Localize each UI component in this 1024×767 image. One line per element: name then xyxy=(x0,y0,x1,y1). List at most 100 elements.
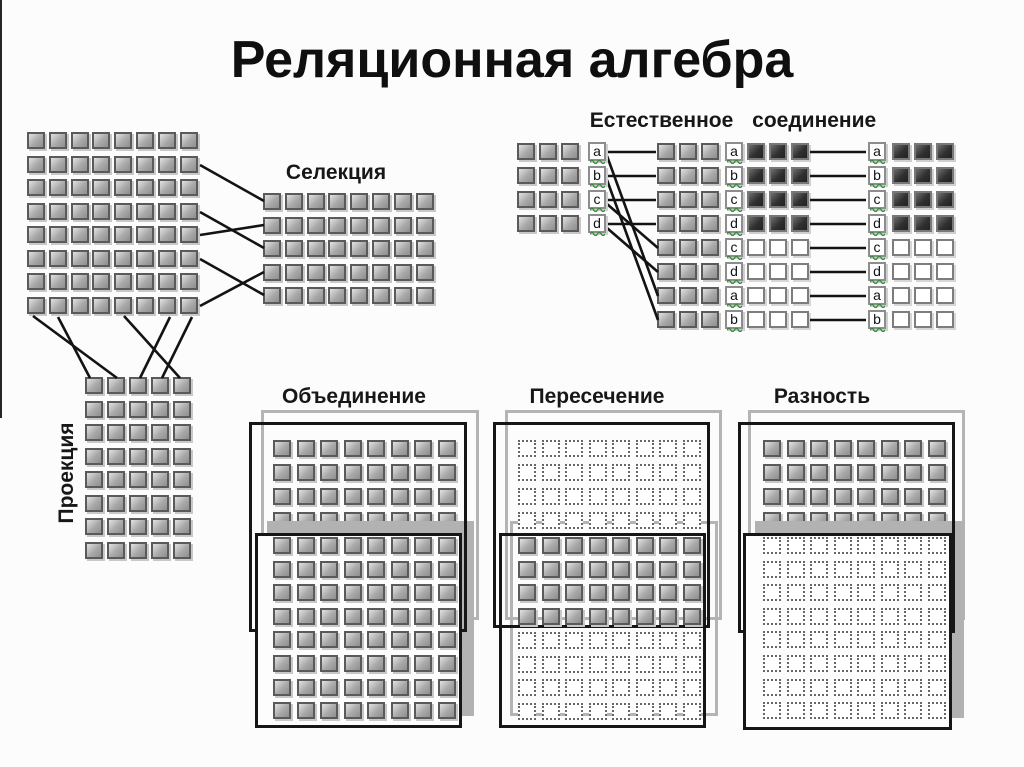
table-cell xyxy=(367,584,385,602)
table-cell xyxy=(414,607,432,625)
table-cell xyxy=(786,655,805,672)
table-cell xyxy=(833,560,852,578)
table-cell xyxy=(635,537,654,554)
table-cell xyxy=(561,167,579,184)
table-cell xyxy=(927,464,946,481)
table-cell xyxy=(136,202,154,220)
join-result-keys-b-1: b xyxy=(868,166,886,188)
table-cell xyxy=(914,239,932,256)
table-cell xyxy=(343,440,362,457)
table-cell xyxy=(565,655,583,673)
table-cell xyxy=(48,132,67,149)
table-cell xyxy=(892,239,910,256)
table-cell xyxy=(320,440,338,457)
table-cell xyxy=(857,702,875,720)
intersection-frame-1 xyxy=(493,422,710,628)
table-cell xyxy=(107,377,125,394)
table-cell xyxy=(541,632,560,649)
join-result-keys-d-3: d xyxy=(868,214,886,236)
table-cell xyxy=(415,240,434,257)
table-cell xyxy=(679,287,697,304)
table-cell xyxy=(273,607,291,625)
table-cell xyxy=(70,202,89,220)
table-cell xyxy=(904,560,922,578)
table-cell xyxy=(273,702,291,720)
join-mid-keys-b-1: b xyxy=(725,166,743,188)
table-cell xyxy=(904,464,922,481)
table-cell xyxy=(136,132,154,149)
table-cell xyxy=(296,655,315,672)
table-cell xyxy=(936,239,954,256)
table-cell xyxy=(343,584,362,602)
table-cell xyxy=(129,471,147,488)
table-cell xyxy=(588,655,607,673)
table-cell xyxy=(85,447,103,465)
table-cell xyxy=(769,239,787,256)
table-cell xyxy=(437,440,456,457)
table-cell xyxy=(85,518,103,535)
join-left-keys-c-2: c xyxy=(588,190,606,212)
table-cell xyxy=(612,464,630,481)
table-cell xyxy=(173,447,191,465)
table-cell xyxy=(561,191,579,208)
table-cell xyxy=(612,679,630,697)
table-cell xyxy=(857,440,875,457)
table-cell xyxy=(328,216,347,234)
table-cell xyxy=(810,488,828,505)
table-cell xyxy=(904,631,922,649)
table-cell xyxy=(414,560,432,578)
table-cell xyxy=(635,440,654,457)
table-cell xyxy=(786,488,805,505)
table-cell xyxy=(659,607,677,625)
table-cell xyxy=(414,537,432,554)
table-cell xyxy=(904,655,922,672)
table-cell xyxy=(306,193,325,210)
table-cell xyxy=(747,143,765,160)
join-result-keys-a-6: a xyxy=(868,286,886,308)
slide-edge-line xyxy=(0,0,2,418)
table-cell xyxy=(179,155,198,173)
table-cell xyxy=(833,464,852,481)
table-cell xyxy=(518,512,536,529)
table-cell xyxy=(763,607,781,625)
table-cell xyxy=(92,273,111,290)
table-cell xyxy=(880,655,899,672)
table-cell xyxy=(914,287,932,304)
table-cell xyxy=(810,537,828,554)
table-cell xyxy=(85,494,103,512)
join-mid-keys-d-3: d xyxy=(725,214,743,236)
table-cell xyxy=(173,494,191,512)
table-cell xyxy=(284,263,303,281)
table-cell xyxy=(612,655,630,673)
table-cell xyxy=(657,263,675,280)
table-cell xyxy=(367,464,385,481)
heading-selection: Селекция xyxy=(285,161,387,184)
table-cell xyxy=(857,584,875,602)
table-cell xyxy=(518,655,536,673)
spellcheck-wave-icon xyxy=(727,279,742,284)
table-cell xyxy=(747,191,765,208)
table-cell xyxy=(810,440,828,457)
table-cell xyxy=(393,193,412,210)
table-cell xyxy=(857,655,875,672)
table-cell xyxy=(701,263,719,280)
table-cell xyxy=(635,464,654,481)
table-cell xyxy=(810,560,828,578)
table-cell xyxy=(612,440,630,457)
table-cell xyxy=(151,518,169,535)
table-cell xyxy=(701,311,719,328)
table-cell xyxy=(437,702,456,720)
table-cell xyxy=(92,179,111,196)
table-cell xyxy=(682,560,701,578)
table-cell xyxy=(786,702,805,720)
table-cell xyxy=(904,584,922,602)
table-cell xyxy=(151,447,169,465)
table-cell xyxy=(320,702,338,720)
table-cell xyxy=(659,464,677,481)
table-cell xyxy=(682,679,701,697)
table-cell xyxy=(350,216,369,234)
table-cell xyxy=(414,488,432,505)
table-cell xyxy=(390,655,409,672)
table-cell xyxy=(701,239,719,256)
table-cell xyxy=(892,311,910,328)
